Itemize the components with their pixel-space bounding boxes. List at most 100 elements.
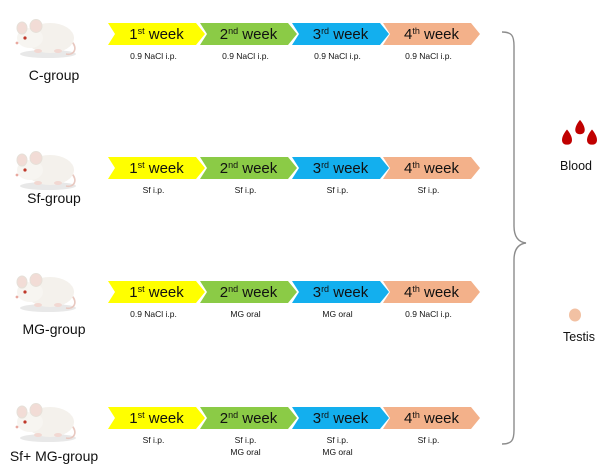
week-word: week [424, 25, 460, 43]
week-number: 1 [129, 25, 138, 43]
week-number: 2 [219, 283, 229, 301]
treatment-line: Sf i.p. [326, 185, 349, 195]
week-number: 2 [219, 25, 229, 43]
week-word: week [148, 159, 184, 177]
treatment-line: 0.9 NaCl i.p. [405, 309, 452, 319]
week-number: 2 [219, 159, 229, 177]
week-number: 3 [312, 409, 322, 427]
week-ordinal-suffix: th [412, 410, 420, 420]
group-label: MG-group [22, 321, 86, 337]
week-word: week [333, 283, 369, 301]
treatment-line: Sf i.p. [326, 435, 349, 445]
treatment-note: 0.9 NaCl i.p. [201, 50, 291, 62]
week-ordinal-suffix: rd [321, 284, 330, 294]
treatment-line: 0.9 NaCl i.p. [314, 51, 361, 61]
treatment-note: Sf i.p. MG oral [293, 434, 383, 458]
treatment-line: Sf i.p. [234, 435, 257, 445]
treatment-line: MG oral [230, 309, 261, 319]
group-label: Sf+ MG-group [9, 448, 99, 464]
week-word: week [424, 283, 460, 301]
week-ordinal-suffix: nd [228, 284, 239, 294]
treatment-line: Sf i.p. [142, 185, 165, 195]
week-number: 1 [129, 409, 138, 427]
treatment-line: 0.9 NaCl i.p. [130, 51, 177, 61]
treatment-note: 0.9 NaCl i.p. [293, 50, 383, 62]
week-ordinal-suffix: nd [228, 410, 239, 420]
blood-drops-icon [562, 119, 597, 145]
treatment-line: 0.9 NaCl i.p. [222, 51, 269, 61]
week-word: week [333, 409, 369, 427]
treatment-line: 0.9 NaCl i.p. [130, 309, 177, 319]
week-number: 3 [312, 25, 322, 43]
week-ordinal-suffix: rd [321, 160, 330, 170]
week-number: 1 [129, 283, 138, 301]
mouse-icon [15, 19, 76, 58]
treatment-line: MG oral [322, 309, 353, 319]
blood-label: Blood [560, 159, 592, 173]
week-word: week [242, 159, 278, 177]
treatment-note: 0.9 NaCl i.p. [109, 50, 199, 62]
week-ordinal-suffix: th [412, 26, 420, 36]
week-number: 4 [403, 283, 413, 301]
week-ordinal-suffix: nd [228, 160, 239, 170]
treatment-note: 0.9 NaCl i.p. [384, 50, 474, 62]
week-number: 4 [403, 409, 413, 427]
week-number: 3 [312, 283, 322, 301]
curly-brace [501, 31, 527, 445]
week-word: week [148, 283, 184, 301]
mouse-icon [15, 151, 76, 190]
treatment-note: 0.9 NaCl i.p. [384, 308, 474, 320]
week-word: week [148, 25, 184, 43]
treatment-note: Sf i.p. [384, 184, 474, 196]
week-ordinal-suffix: st [137, 26, 145, 36]
week-ordinal-suffix: th [412, 160, 420, 170]
week-ordinal-suffix: st [137, 410, 145, 420]
mouse-icon [15, 273, 76, 312]
treatment-note: Sf i.p. [293, 184, 383, 196]
treatment-note: MG oral [293, 308, 383, 320]
week-word: week [242, 283, 278, 301]
treatment-line: MG oral [322, 447, 353, 457]
testis-label: Testis [563, 330, 595, 344]
treatment-note: Sf i.p. [109, 434, 199, 446]
week-number: 1 [129, 159, 138, 177]
week-number: 4 [403, 25, 413, 43]
week-number: 2 [219, 409, 229, 427]
week-number: 3 [312, 159, 322, 177]
treatment-line: Sf i.p. [234, 185, 257, 195]
week-ordinal-suffix: th [412, 284, 420, 294]
treatment-line: MG oral [230, 447, 261, 457]
week-ordinal-suffix: st [137, 284, 145, 294]
treatment-note: Sf i.p. MG oral [201, 434, 291, 458]
treatment-note: Sf i.p. [109, 184, 199, 196]
treatment-line: 0.9 NaCl i.p. [405, 51, 452, 61]
treatment-note: Sf i.p. [384, 434, 474, 446]
mouse-icon [15, 403, 76, 442]
treatment-line: Sf i.p. [142, 435, 165, 445]
week-ordinal-suffix: rd [321, 410, 330, 420]
week-word: week [333, 25, 369, 43]
treatment-line: Sf i.p. [417, 185, 440, 195]
week-word: week [148, 409, 184, 427]
week-ordinal-suffix: st [137, 160, 145, 170]
group-label: C-group [28, 67, 80, 83]
week-ordinal-suffix: nd [228, 26, 239, 36]
group-label: Sf-group [27, 190, 81, 206]
